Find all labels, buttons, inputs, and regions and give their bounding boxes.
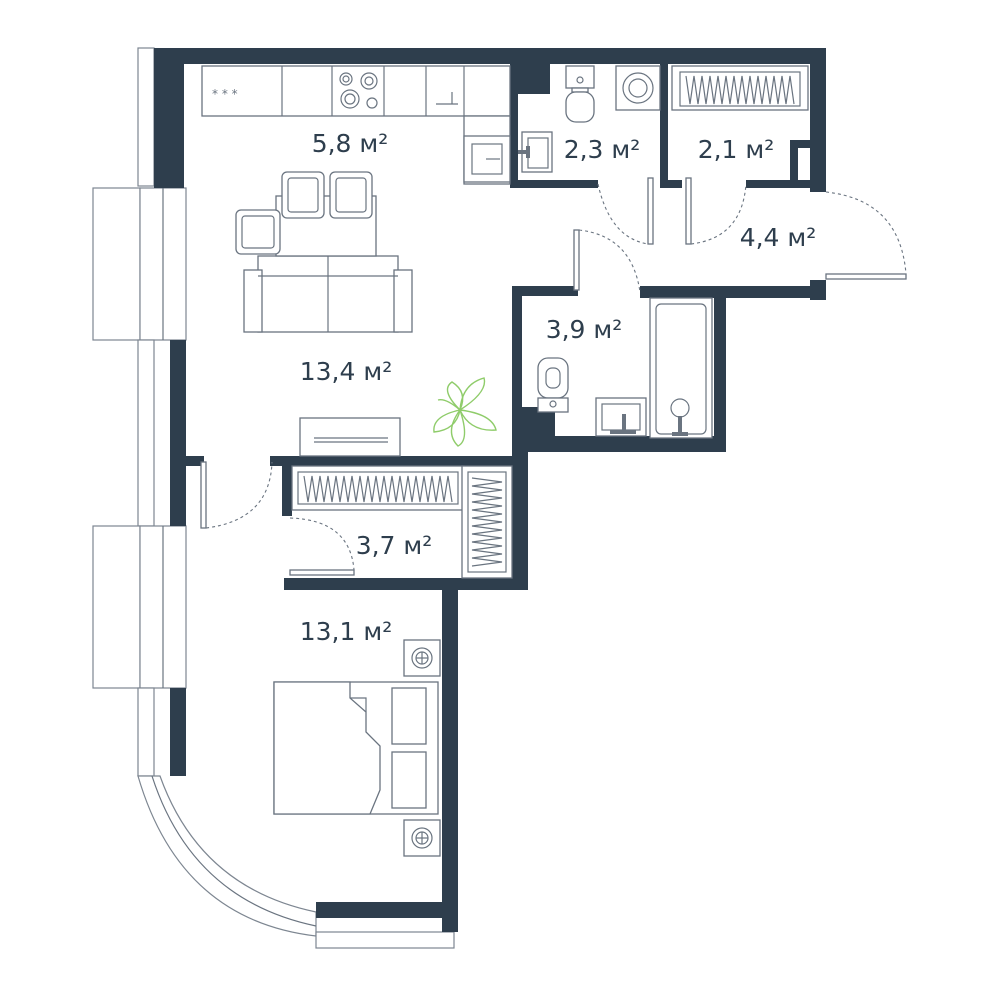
door-closet[interactable] xyxy=(685,177,692,245)
window-bay xyxy=(137,775,317,937)
appliance-icon: * * * xyxy=(212,87,238,101)
window-living-1 xyxy=(92,187,141,341)
doors xyxy=(200,177,907,576)
door-bathroom[interactable] xyxy=(573,229,580,291)
wardrobe-side-shelf xyxy=(461,465,513,579)
sofa-icon xyxy=(243,255,413,333)
door-living[interactable] xyxy=(200,461,207,529)
room-area-kitchen: 5,8 м² xyxy=(312,129,389,158)
window-living-2 xyxy=(137,339,155,527)
window-bottom xyxy=(315,931,455,949)
room-area-wc: 2,3 м² xyxy=(564,135,641,164)
kitchen-counter xyxy=(201,65,511,117)
window-bedroom-lower xyxy=(137,687,155,777)
wc: 2,3 м² xyxy=(518,65,641,173)
room-area-closet: 2,1 м² xyxy=(698,135,775,164)
tv-stand xyxy=(299,417,401,457)
room-area-bedroom: 13,1 м² xyxy=(300,617,393,646)
armchair-icon xyxy=(235,171,373,255)
room-area-bathroom: 3,9 м² xyxy=(546,315,623,344)
walls xyxy=(154,48,826,932)
living-room: 13,4 м² xyxy=(235,171,497,457)
closet: 2,1 м² xyxy=(615,65,809,164)
room-area-living-room: 13,4 м² xyxy=(300,357,393,386)
lamp-icon xyxy=(403,819,441,857)
bed-icon xyxy=(273,681,439,815)
bedroom: 13,1 м² xyxy=(273,617,441,857)
stove-icon xyxy=(339,72,378,109)
lamp-icon xyxy=(403,639,441,677)
door-wardrobe[interactable] xyxy=(289,569,355,576)
washing-machine-icon xyxy=(615,65,661,111)
entrance-door[interactable] xyxy=(825,273,907,280)
wardrobe: 3,7 м² xyxy=(291,465,513,579)
toilet-icon xyxy=(565,65,595,123)
bathroom: 3,9 м² xyxy=(537,297,713,439)
toilet-icon xyxy=(537,357,569,413)
windows xyxy=(92,47,455,949)
window-bedroom xyxy=(92,525,141,689)
room-area-hall: 4,4 м² xyxy=(740,223,817,252)
window-top-left xyxy=(137,47,155,187)
room-area-wardrobe: 3,7 м² xyxy=(356,531,433,560)
bathtub-icon xyxy=(649,297,713,439)
hood-icon xyxy=(436,92,458,105)
kitchen: * * * 5,8 м² xyxy=(201,65,511,185)
plant-icon xyxy=(433,377,497,447)
door-wc[interactable] xyxy=(647,177,654,245)
